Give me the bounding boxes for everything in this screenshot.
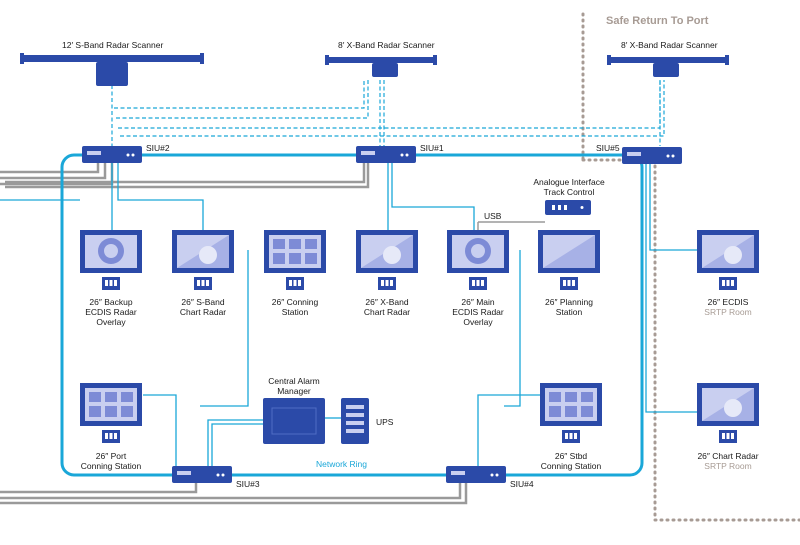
siu-4-unit (446, 466, 506, 483)
scanner-x-band-2 (607, 55, 729, 77)
usb-label: USB (484, 211, 502, 221)
monitor-ecdis-srtp (697, 230, 759, 290)
monitor-chart-radar-srtp (697, 383, 759, 443)
ups-unit (341, 398, 369, 444)
ups-label: UPS (376, 417, 394, 427)
analogue-interface-unit (545, 200, 591, 215)
siu-1-unit (356, 146, 416, 163)
scanner-label: 12′ S-Band Radar Scanner (62, 40, 164, 50)
monitor-conning-station (264, 230, 326, 290)
siu-label: SIU#1 (420, 143, 444, 153)
siu-label: SIU#2 (146, 143, 170, 153)
central-alarm-unit (263, 398, 325, 444)
siu-5-unit (622, 147, 682, 164)
siu-3-unit (172, 466, 232, 483)
monitor-s-band-chart-radar (172, 230, 234, 290)
network-ring (60, 153, 644, 477)
srtp-title: Safe Return To Port (606, 15, 709, 27)
siu-2-unit (82, 146, 142, 163)
monitor-backup-ecdis (80, 230, 142, 290)
siu-label: SIU#4 (510, 479, 534, 489)
scanner-label: 8′ X-Band Radar Scanner (621, 40, 718, 50)
srtp-boundary (581, 12, 800, 522)
scanner-label: 8′ X-Band Radar Scanner (338, 40, 435, 50)
external-cables (0, 160, 468, 505)
monitor-planning-station (538, 230, 600, 290)
network-ring-label: Network Ring (316, 459, 368, 469)
scanner-x-band-1 (325, 55, 437, 77)
monitor-stbd-conning (540, 383, 602, 443)
scanner-dashed-links (111, 80, 665, 146)
station-links (0, 162, 698, 468)
siu-label: SIU#3 (236, 479, 260, 489)
monitor-port-conning (80, 383, 142, 443)
scanner-s-band (20, 53, 204, 86)
monitor-x-band-chart-radar (356, 230, 418, 290)
siu-label: SIU#5 (596, 143, 620, 153)
monitor-main-ecdis (447, 230, 509, 290)
